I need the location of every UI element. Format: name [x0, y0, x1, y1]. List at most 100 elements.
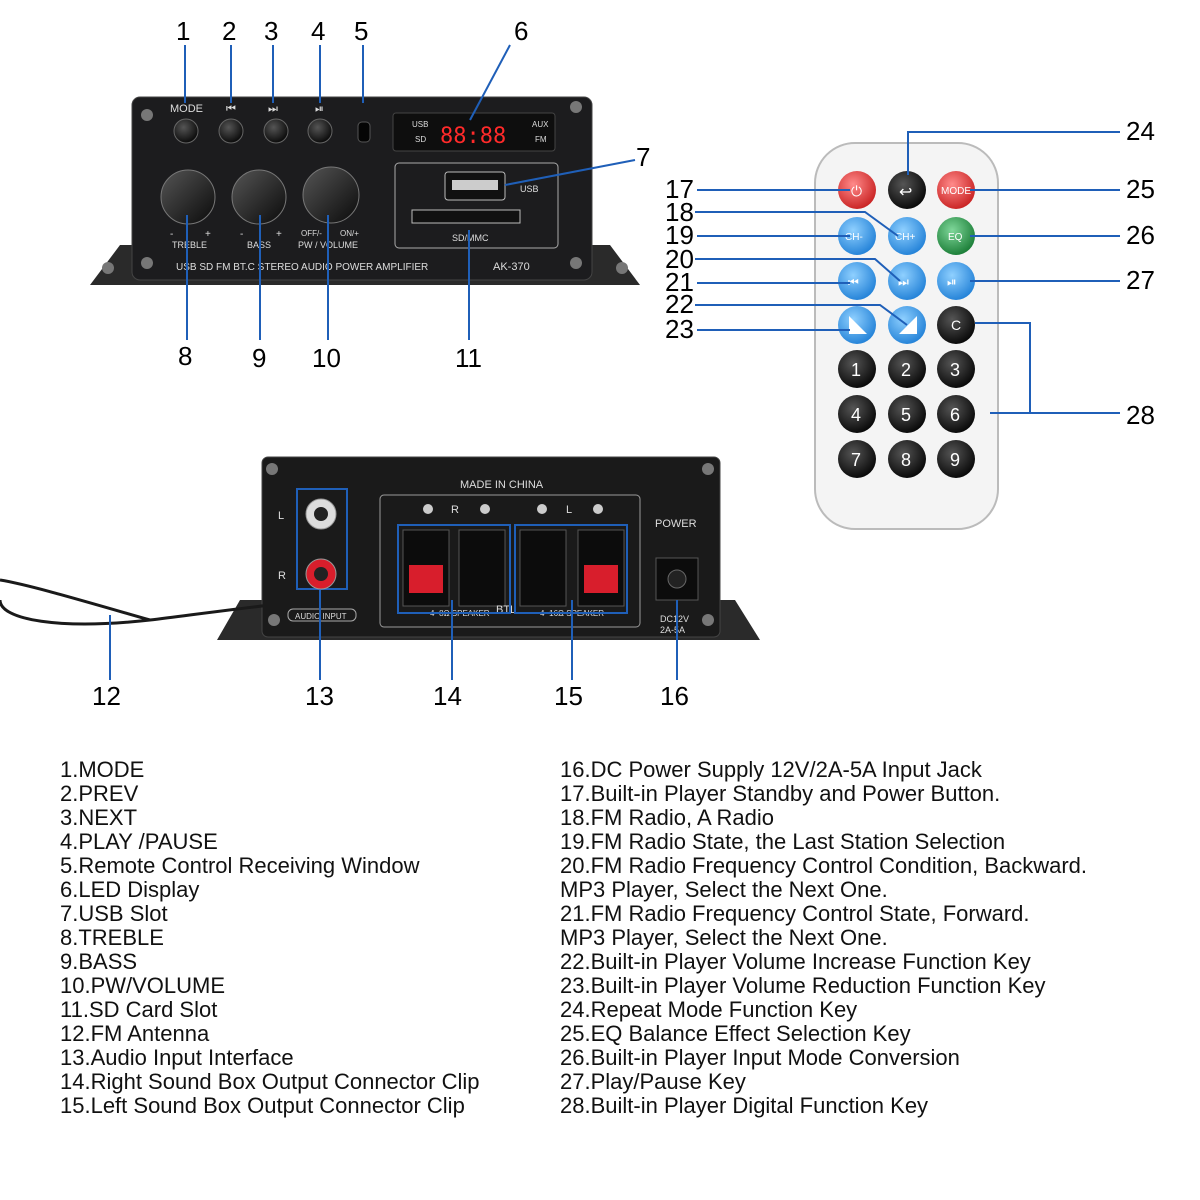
remote-key-6[interactable] [937, 395, 975, 433]
remote-next-button[interactable] [888, 262, 926, 300]
forward-icon: ⏭ [898, 275, 909, 289]
callout-12: 12 [92, 681, 121, 711]
screw-icon [570, 101, 582, 113]
legend-item: 4.PLAY /PAUSE [60, 829, 218, 854]
remote-ch-plus-button[interactable] [888, 217, 926, 255]
legend-item: 23.Built-in Player Volume Reduction Func… [560, 973, 1046, 998]
callout-16: 16 [660, 681, 689, 711]
remote-key-4[interactable] [838, 395, 876, 433]
speaker-clip-r-minus [458, 529, 506, 607]
display-aux-label: AUX [532, 120, 549, 129]
callout-4: 4 [311, 16, 325, 46]
legend-item: 12.FM Antenna [60, 1021, 210, 1046]
mode-label: MODE [170, 103, 203, 115]
legend-item: 27.Play/Pause Key [560, 1069, 746, 1094]
remote-key-7[interactable] [838, 440, 876, 478]
svg-text:6: 6 [950, 405, 960, 425]
legend-item: 24.Repeat Mode Function Key [560, 997, 858, 1022]
remote-eq-button[interactable] [937, 217, 975, 255]
bass-minus: - [240, 229, 243, 240]
product-name: USB SD FM BT.C STEREO AUDIO POWER AMPLIF… [176, 262, 428, 273]
remote-key-5[interactable] [888, 395, 926, 433]
volume-knob[interactable] [302, 166, 360, 224]
svg-text:7: 7 [851, 450, 861, 470]
callout-28: 28 [1126, 400, 1155, 430]
ir-receiver-window [357, 121, 371, 143]
usb-sd-bay [394, 162, 559, 249]
prev-button[interactable] [218, 118, 244, 144]
remote-mode-button[interactable] [937, 171, 975, 209]
legend-item: MP3 Player, Select the Next One. [560, 877, 888, 902]
remote-key-8[interactable] [888, 440, 926, 478]
repeat-icon: ↩ [899, 184, 912, 201]
callout-22: 22 [665, 289, 694, 319]
svg-text:4: 4 [851, 405, 861, 425]
legend-item: 14.Right Sound Box Output Connector Clip [60, 1069, 480, 1094]
made-in-label: MADE IN CHINA [460, 479, 544, 491]
remote-key-9[interactable] [937, 440, 975, 478]
svg-text:3: 3 [950, 360, 960, 380]
callout-14: 14 [433, 681, 462, 711]
display-usb-label: USB [412, 120, 428, 129]
sd-card-slot [411, 209, 521, 224]
legend-item: 16.DC Power Supply 12V/2A-5A Input Jack [560, 757, 982, 782]
legend-item: 17.Built-in Player Standby and Power But… [560, 781, 1001, 806]
legend-item: 15.Left Sound Box Output Connector Clip [60, 1093, 465, 1118]
treble-minus: - [170, 229, 173, 240]
callout-25: 25 [1126, 174, 1155, 204]
red-clip [584, 565, 618, 593]
remote-play-pause-button[interactable] [937, 262, 975, 300]
power-label: POWER [655, 518, 697, 530]
screw-icon [102, 262, 114, 274]
screw-icon [268, 614, 280, 626]
svg-text:2: 2 [901, 360, 911, 380]
power-icon: ⏻ [851, 183, 862, 199]
remote-ch-minus-button[interactable] [838, 217, 876, 255]
mode-button[interactable] [173, 118, 199, 144]
legend-item: 2.PREV [60, 781, 139, 806]
btl-label: BTL [496, 604, 516, 616]
prev-icon: ⏮ [226, 103, 236, 115]
red-clip [409, 565, 443, 593]
remote-repeat-button[interactable] [888, 171, 926, 209]
callout-21: 21 [665, 267, 694, 297]
remote-key-2[interactable] [888, 350, 926, 388]
speaker-terminal-block [379, 494, 641, 628]
callout-17: 17 [665, 174, 694, 204]
ch-plus-label: CH+ [895, 232, 915, 243]
legend-item: 19.FM Radio State, the Last Station Sele… [560, 829, 1006, 854]
legend-item: 28.Built-in Player Digital Function Key [560, 1093, 929, 1118]
treble-plus: + [205, 229, 211, 240]
speaker-clip-l-minus [519, 529, 567, 607]
legend-item: 8.TREBLE [60, 925, 164, 950]
left-channel-label: L [566, 504, 572, 516]
callout-lines [109, 44, 1120, 680]
legend-item: 1.MODE [60, 757, 145, 782]
callout-9: 9 [252, 343, 266, 373]
plus-icon [593, 504, 603, 514]
next-button[interactable] [263, 118, 289, 144]
model-name: AK-370 [493, 261, 530, 273]
legend-item: 25.EQ Balance Effect Selection Key [560, 1021, 911, 1046]
remote-power-button[interactable] [838, 171, 876, 209]
remote-prev-button[interactable] [838, 262, 876, 300]
legend-item: 6.LED Display [60, 877, 200, 902]
right-channel-label: R [451, 504, 459, 516]
remote-c-button[interactable] [937, 306, 975, 344]
play-pause-icon: ⏯ [947, 275, 957, 289]
volume-off-label: OFF/- [301, 229, 322, 238]
callout-24: 24 [1126, 116, 1155, 146]
ch-minus-label: CH- [845, 232, 863, 243]
screw-icon [702, 463, 714, 475]
play-pause-button[interactable] [307, 118, 333, 144]
legend-item: 18.FM Radio, A Radio [560, 805, 775, 830]
callout-23: 23 [665, 314, 694, 344]
callout-13: 13 [305, 681, 334, 711]
remote-key-3[interactable] [937, 350, 975, 388]
screw-icon [141, 109, 153, 121]
remote-key-1[interactable] [838, 350, 876, 388]
callout-7: 7 [636, 142, 650, 172]
dc-current-label: 2A-5A [660, 625, 685, 635]
